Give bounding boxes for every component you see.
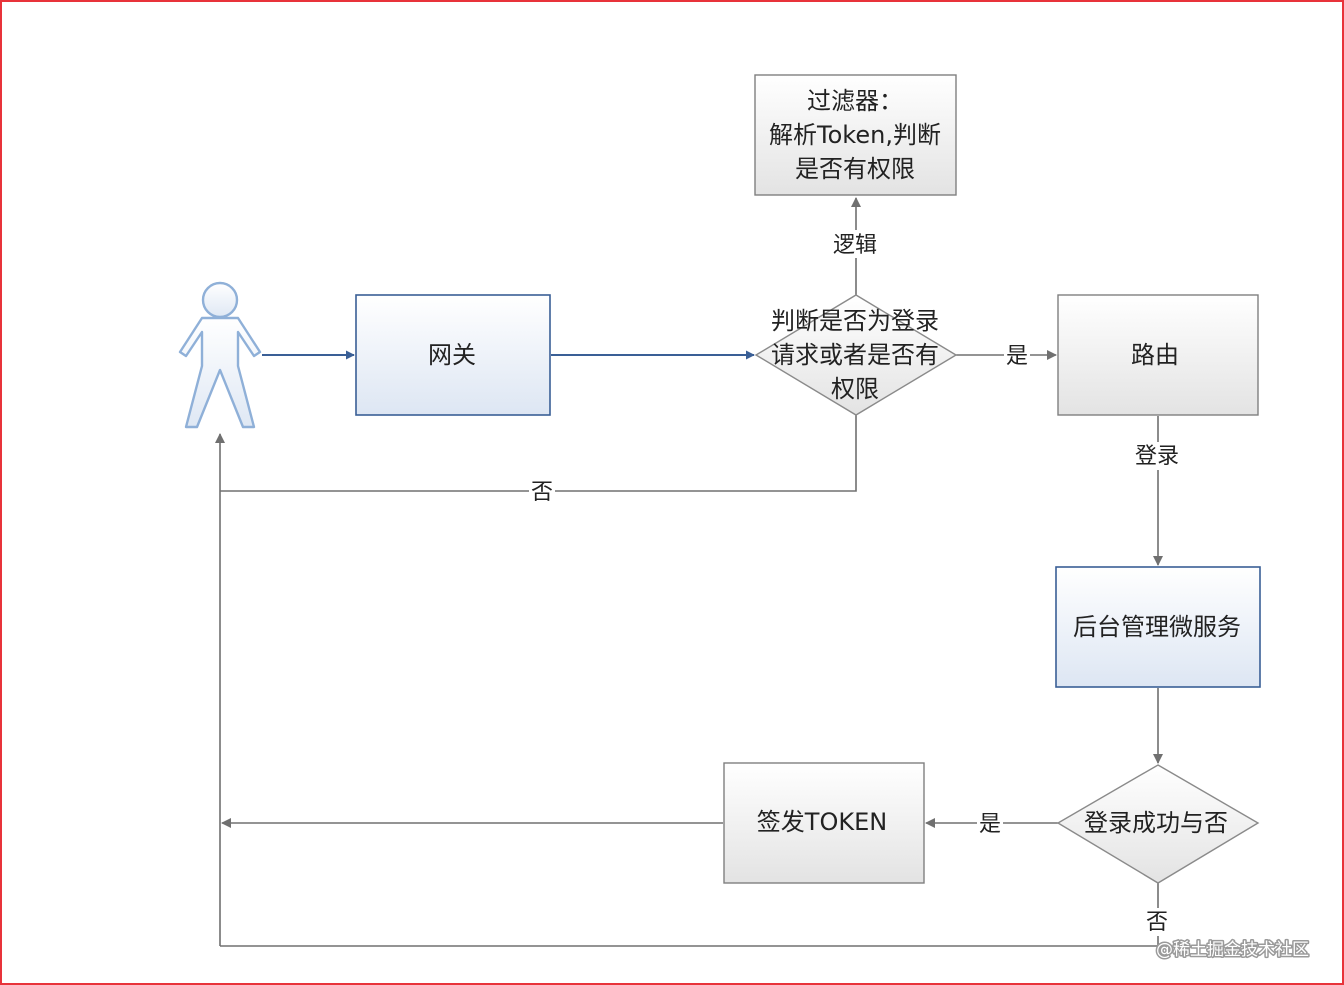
auth-decision-diamond: 判断是否为登录 请求或者是否有 权限 — [754, 294, 958, 416]
login-decision-label: 登录成功与否 — [1084, 809, 1228, 837]
auth-decision-label-line-2: 请求或者是否有 — [771, 341, 939, 369]
edge-label-no-login: 否 — [1146, 910, 1168, 935]
connectors — [215, 197, 1163, 947]
filter-label-line-1: 过滤器： — [807, 87, 903, 115]
auth-decision-label-line-1: 判断是否为登录 — [771, 307, 939, 335]
gateway-box: 网关 — [355, 294, 551, 416]
filter-box: 过滤器： 解析Token,判断 是否有权限 — [754, 74, 957, 196]
admin-service-label: 后台管理微服务 — [1073, 613, 1241, 641]
login-decision-diamond: 登录成功与否 — [1056, 764, 1260, 884]
issue-token-label: 签发TOKEN — [757, 808, 887, 836]
watermark-text: @稀土掘金技术社区 — [1156, 940, 1309, 960]
edge-login-no-actor — [220, 883, 1159, 947]
edge-label-login: 登录 — [1135, 444, 1179, 469]
user-actor-icon — [178, 281, 262, 429]
watermark: @稀土掘金技术社区 — [1155, 939, 1311, 962]
edge-labels: 逻辑 是 否 登录 是 否 — [529, 230, 1184, 936]
edge-label-yes-router: 是 — [1006, 344, 1028, 369]
filter-label-line-2: 解析Token,判断 — [769, 121, 941, 149]
edge-label-logic: 逻辑 — [833, 233, 877, 258]
router-label: 路由 — [1131, 341, 1179, 369]
issue-token-box: 签发TOKEN — [723, 762, 925, 884]
filter-label-line-3: 是否有权限 — [795, 155, 915, 183]
auth-decision-label-line-3: 权限 — [831, 375, 879, 403]
gateway-label: 网关 — [428, 341, 476, 369]
router-box: 路由 — [1057, 294, 1259, 416]
edge-decision-no-actor — [220, 415, 857, 492]
edge-label-yes-login: 是 — [979, 812, 1001, 837]
edge-label-no-auth: 否 — [531, 480, 553, 505]
admin-service-box: 后台管理微服务 — [1055, 566, 1261, 688]
